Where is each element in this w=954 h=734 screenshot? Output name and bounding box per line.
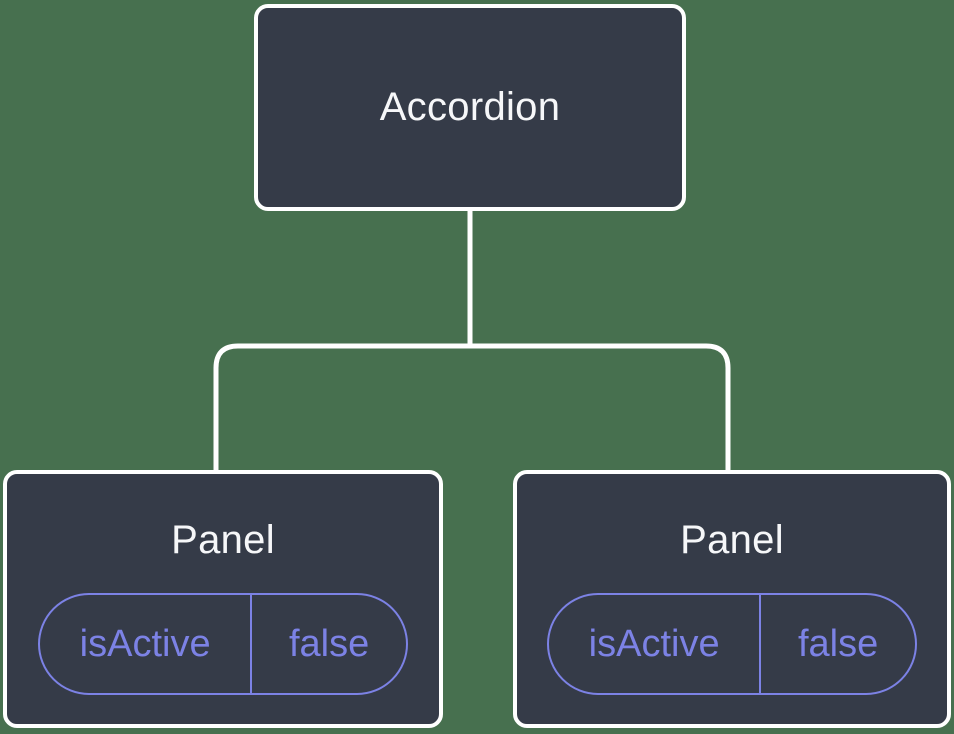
prop-value: false	[797, 622, 879, 665]
prop-name: isActive	[40, 595, 253, 693]
tree-node-accordion: Accordion	[254, 4, 686, 211]
node-label-panel-1: Panel	[171, 518, 275, 562]
tree-node-panel-1: Panel isActive false	[3, 470, 443, 728]
prop-pill-panel-2: isActive false	[547, 593, 917, 695]
prop-pill-panel-1: isActive false	[38, 593, 408, 695]
prop-name: isActive	[549, 595, 762, 693]
node-label-panel-2: Panel	[680, 518, 784, 562]
tree-node-panel-2: Panel isActive false	[513, 470, 951, 728]
connector-branch	[213, 343, 731, 472]
node-label-accordion: Accordion	[379, 85, 561, 129]
prop-value: false	[288, 622, 370, 665]
